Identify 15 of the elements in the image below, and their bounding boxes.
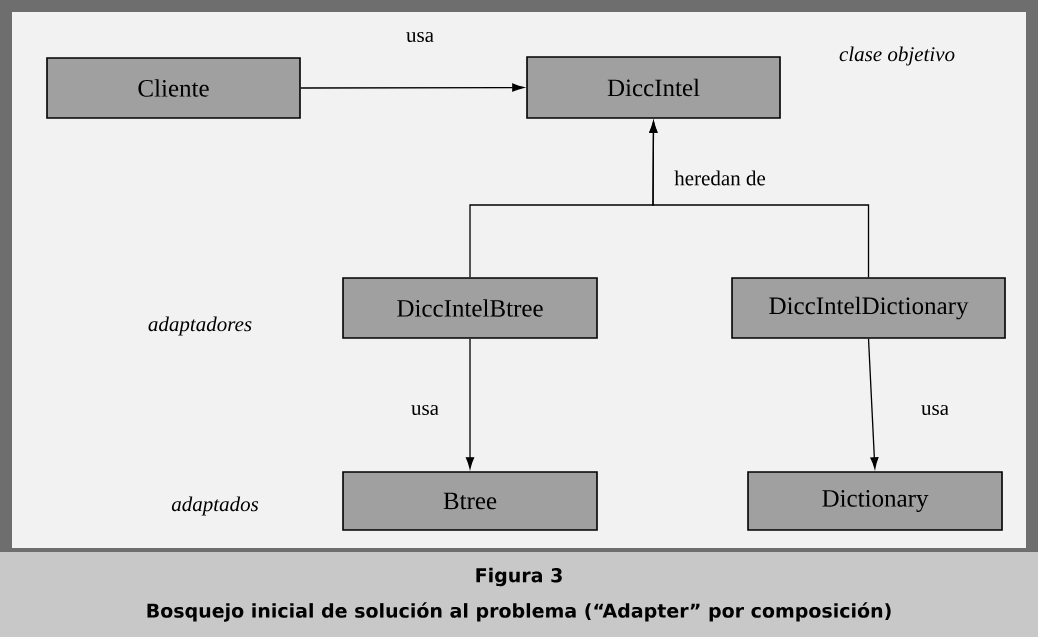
arrow bbox=[867, 338, 879, 469]
role-label: adaptadores bbox=[148, 316, 252, 336]
arrow bbox=[300, 83, 524, 92]
class-box: DiccIntelDictionary bbox=[731, 277, 1006, 339]
class-box: DiccIntel bbox=[526, 56, 781, 119]
role-label: clase objetivo bbox=[839, 46, 955, 66]
class-box: Btree bbox=[342, 471, 598, 531]
arrow bbox=[649, 121, 870, 278]
class-box: Cliente bbox=[46, 57, 301, 119]
figure-title: Figura 3 bbox=[476, 567, 562, 587]
class-box: DiccIntelBtree bbox=[342, 277, 598, 339]
class-box: Dictionary bbox=[747, 471, 1003, 531]
role-label: adaptados bbox=[171, 496, 259, 516]
figure-caption: Bosquejo inicial de solución al problema (“Adapter” por composición) bbox=[147, 602, 891, 622]
arrow bbox=[465, 338, 475, 469]
